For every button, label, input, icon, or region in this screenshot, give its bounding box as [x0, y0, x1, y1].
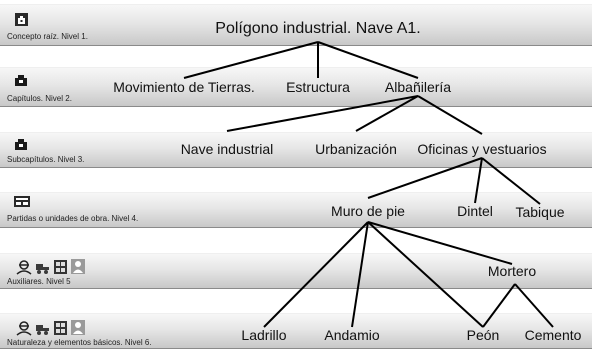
edge-muro-ladrillo [263, 221, 369, 328]
edge-muro-peon [367, 221, 484, 328]
material-icon [54, 260, 67, 274]
edge-albanileria-oficinas [417, 95, 483, 135]
node-nave-industrial: Nave industrial [180, 141, 274, 157]
other-icon [71, 320, 85, 335]
node-muro-de-pie: Muro de pie [331, 203, 405, 219]
material-icon [54, 321, 67, 335]
node-albanileria: Albañilería [384, 79, 452, 95]
node-cemento: Cemento [524, 327, 582, 343]
level-band-4 [0, 192, 592, 228]
edge-root-albanileria [317, 41, 419, 79]
edge-oficinas-muro [367, 157, 483, 199]
node-ladrillo: Ladrillo [241, 327, 287, 343]
level-band-1 [0, 4, 592, 46]
machinery-icon [36, 325, 49, 335]
edge-muro-andamio [351, 221, 369, 328]
node-andamio: Andamio [324, 327, 380, 343]
edge-muro-mortero [367, 221, 513, 265]
node-oficinas-y-vestuarios: Oficinas y vestuarios [417, 141, 547, 157]
other-icon [71, 259, 85, 274]
edge-oficinas-tabique [481, 157, 541, 205]
edge-oficinas-dintel [474, 157, 483, 204]
level-band-3 [0, 132, 592, 168]
edge-mortero-cemento [514, 283, 554, 328]
node-peon: Peón [466, 327, 500, 343]
level-6-label: Naturaleza y elementos básicos. Nivel 6. [7, 338, 152, 347]
chapter-icon [15, 13, 28, 26]
level-5-label: Auxiliares. Nivel 5 [7, 277, 71, 286]
chapter-icon [15, 139, 27, 150]
node-urbanizacion: Urbanización [315, 141, 397, 157]
edge-albanileria-urbanizacion [355, 95, 419, 132]
node-tabique: Tabique [515, 204, 565, 220]
machinery-icon [36, 264, 49, 274]
chapter-icon [15, 75, 27, 86]
level-1-label: Concepto raíz. Nivel 1. [7, 32, 88, 41]
labor-icon [16, 260, 32, 275]
level-band-6 [0, 313, 592, 349]
work-unit-icon [14, 196, 30, 207]
node-movimiento-de-tierras: Movimiento de Tierras. [113, 79, 255, 95]
level-2-label: Capítulos. Nivel 2. [7, 94, 72, 103]
node-root: Polígono industrial. Nave A1. [215, 20, 421, 37]
node-mortero: Mortero [487, 263, 537, 279]
edge-mortero-peon [482, 283, 516, 328]
node-estructura: Estructura [286, 79, 350, 95]
level-3-label: Subcapítulos. Nivel 3. [7, 155, 85, 164]
edge-albanileria-nave [226, 95, 419, 132]
edge-root-movimiento [183, 41, 319, 79]
labor-icon [16, 321, 32, 336]
level-band-2 [0, 67, 592, 107]
node-dintel: Dintel [457, 203, 493, 219]
level-4-label: Partidas o unidades de obra. Nivel 4. [7, 214, 139, 223]
